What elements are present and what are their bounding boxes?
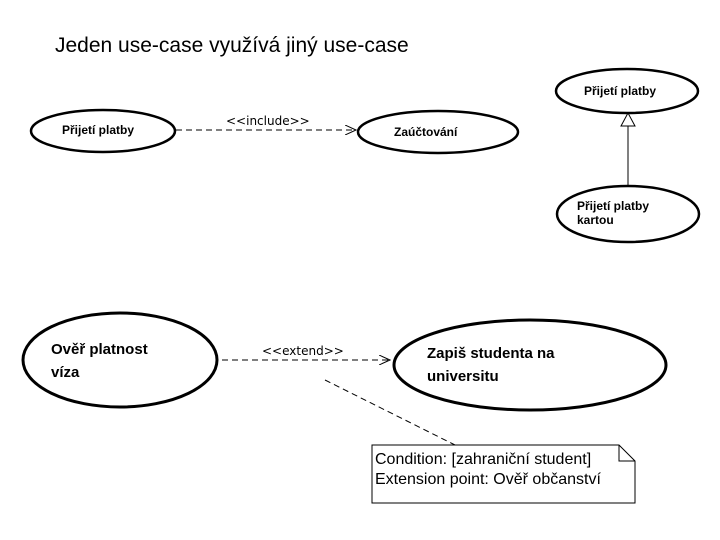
usecase-label-extend-source-line1: Ověř platnost <box>51 341 148 358</box>
note-text: Condition: [zahraniční student] Extensio… <box>375 450 601 490</box>
usecase-label-include-target: Zaúčtování <box>394 125 458 139</box>
usecase-ellipse-include-source[interactable] <box>29 108 177 154</box>
usecase-label-extend-source: Ověř platnost víza <box>51 338 148 384</box>
usecase-label-extend-target-line2: universitu <box>427 368 499 385</box>
usecase-label-general-child: Přijetí platby kartou <box>577 199 649 228</box>
note-extension-point: Extension point: Ověř občanství <box>375 471 601 488</box>
usecase-label-general-parent: Přijetí platby <box>584 84 657 98</box>
generalization-arrowhead <box>620 111 636 127</box>
usecase-label-include-source: Přijetí platby <box>62 123 135 137</box>
note-fold-corner <box>618 445 635 462</box>
usecase-ellipse-extend-target[interactable] <box>392 318 668 412</box>
note-box <box>371 444 636 504</box>
usecase-ellipse-general-parent[interactable] <box>554 67 700 115</box>
slide-title: Jeden use-case využívá jiný use-case <box>55 34 409 57</box>
note-anchor-line <box>324 379 456 446</box>
include-stereotype-label: <<include>> <box>226 114 310 128</box>
usecase-label-extend-source-line2: víza <box>51 364 80 381</box>
note-condition: Condition: [zahraniční student] <box>375 451 592 468</box>
usecase-label-extend-target-line1: Zapiš studenta na <box>427 345 555 362</box>
usecase-label-extend-target: Zapiš studenta na universitu <box>427 342 555 388</box>
usecase-ellipse-extend-source[interactable] <box>21 311 219 409</box>
extend-stereotype-label: <<extend>> <box>262 344 344 358</box>
usecase-ellipse-include-target[interactable] <box>356 109 520 155</box>
usecase-label-general-child-line1: Přijetí platby <box>577 199 650 213</box>
usecase-label-general-child-line2: kartou <box>577 213 614 228</box>
